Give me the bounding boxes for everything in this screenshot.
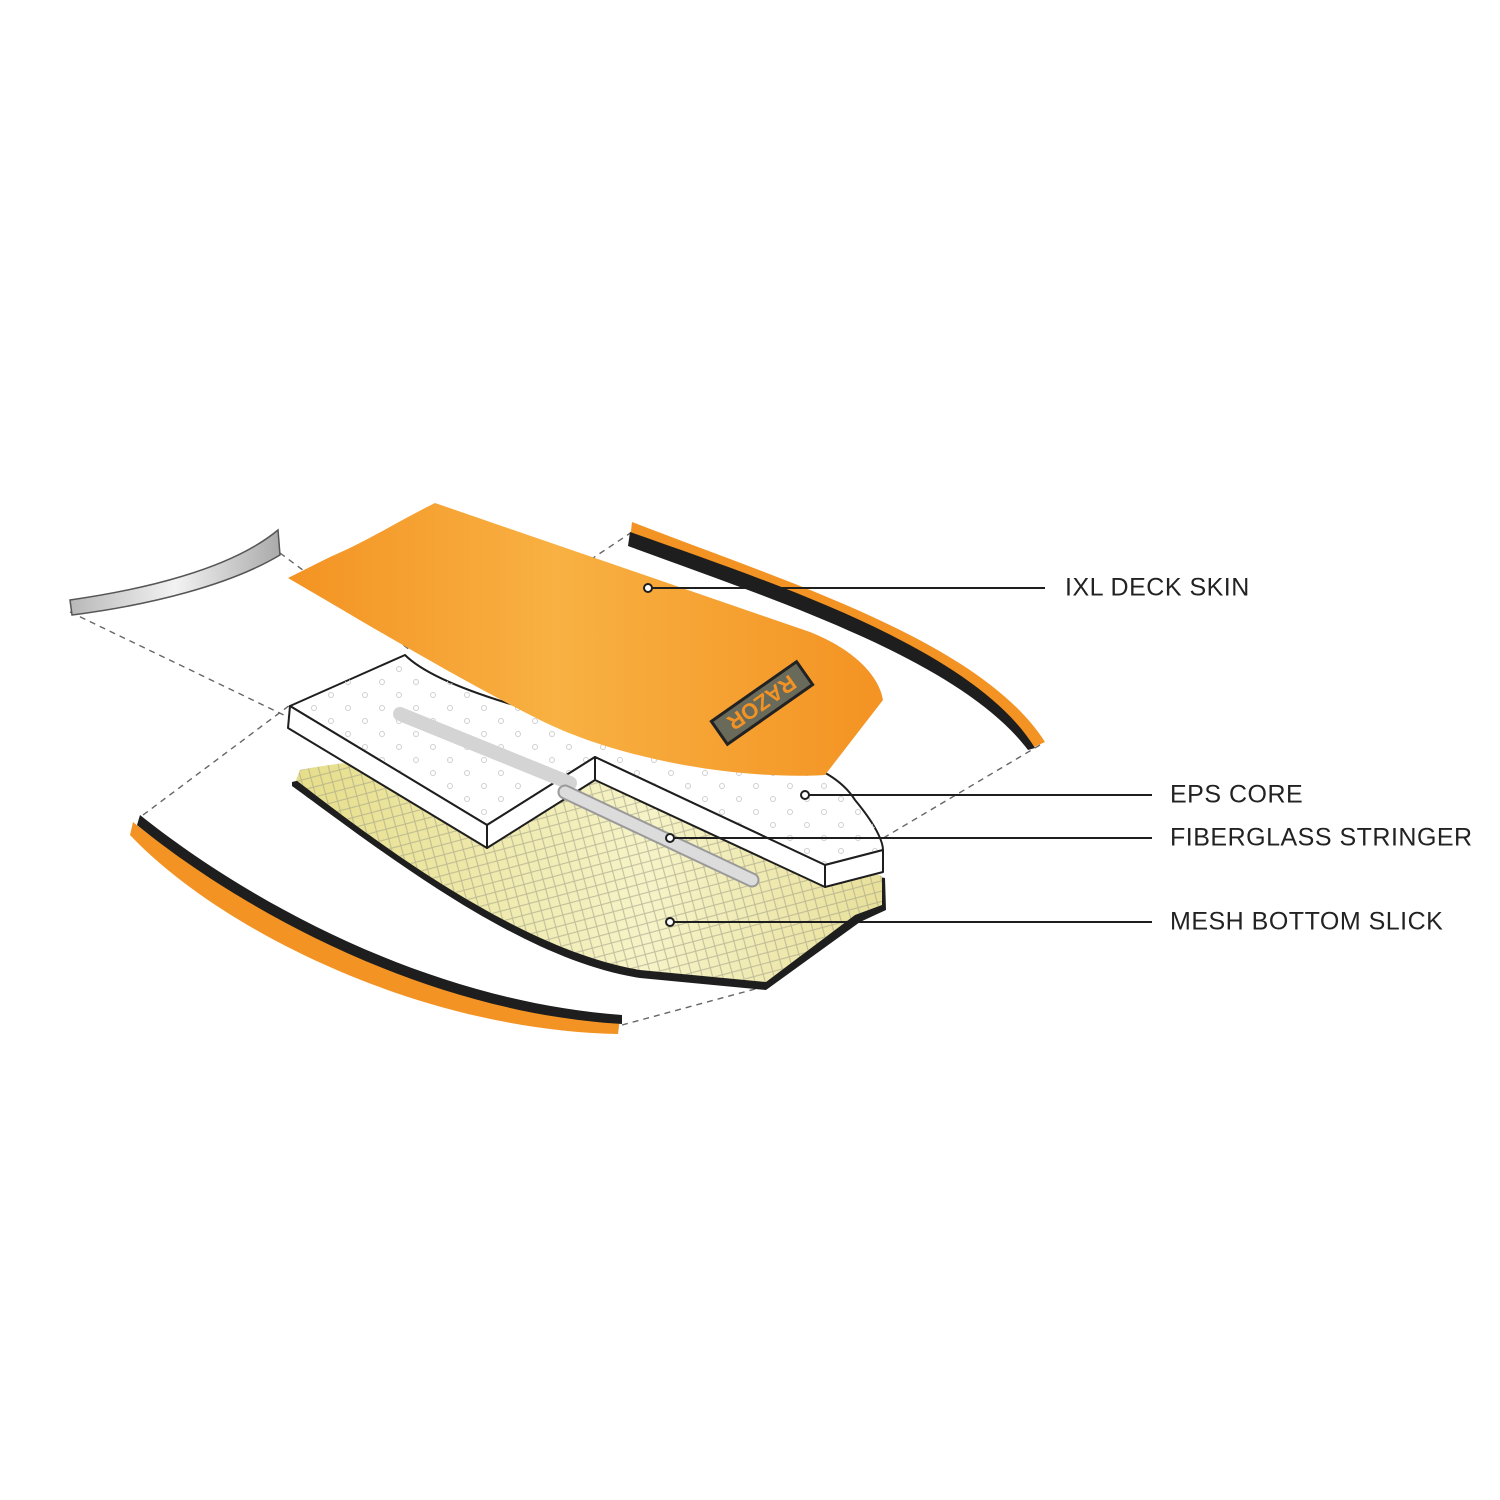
rail-top-right	[630, 522, 1045, 748]
nose-rail-silver	[69, 528, 281, 616]
label-fiberglass-stringer: FIBERGLASS STRINGER	[1170, 823, 1473, 852]
callouts	[643, 583, 1152, 927]
label-mesh-bottom-slick: MESH BOTTOM SLICK	[1170, 907, 1444, 936]
eps-core	[287, 654, 884, 888]
label-deck-skin: IXL DECK SKIN	[1065, 573, 1250, 602]
rail-top-right-black	[628, 532, 1035, 750]
label-eps-core: EPS CORE	[1170, 780, 1304, 809]
